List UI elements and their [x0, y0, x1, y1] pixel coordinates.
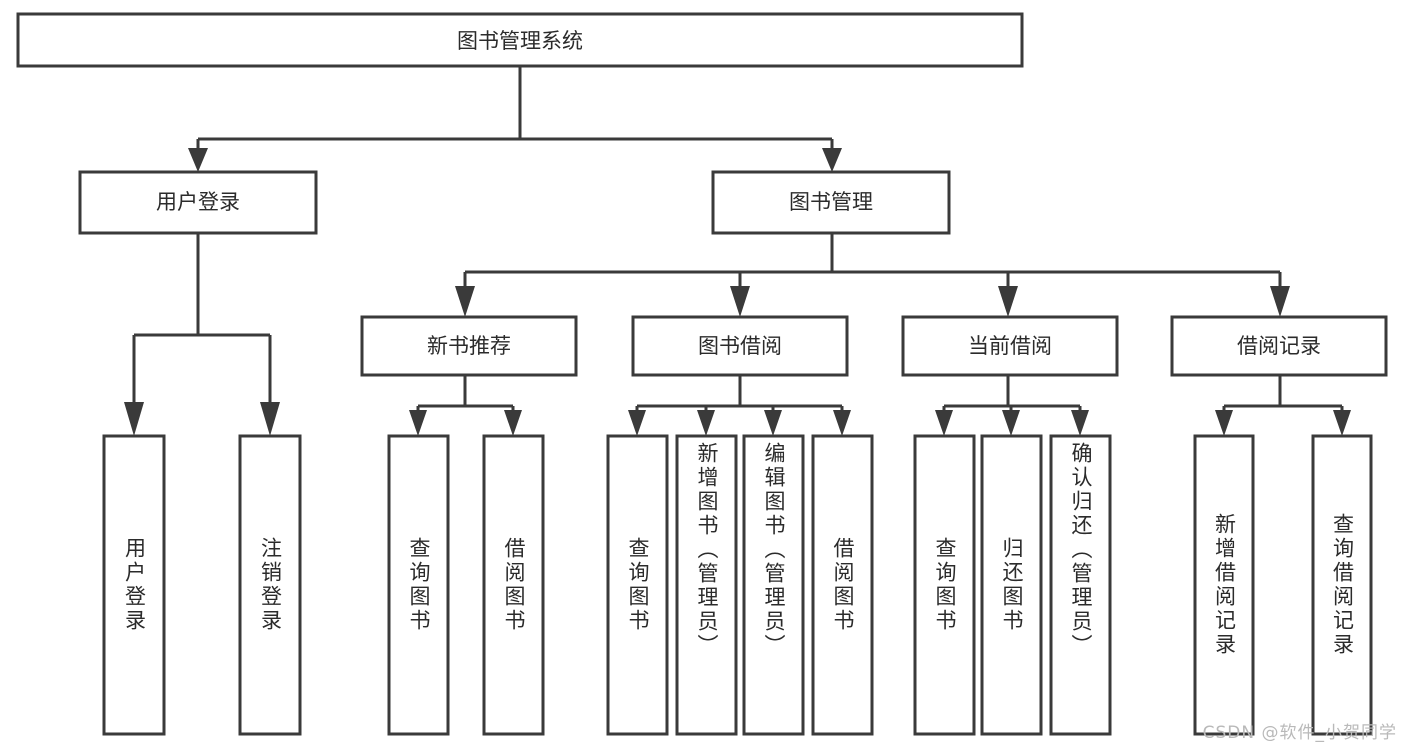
- node-box-new-book-rec[interactable]: [360, 315, 578, 377]
- arrow-leaf-logout: [260, 402, 280, 436]
- label-borrow-record: 借阅记录: [1237, 334, 1321, 358]
- arrow-leaf-return-book: [1002, 410, 1020, 436]
- arrow-leaf-add-record: [1215, 410, 1233, 436]
- node-box-leaf-user-login[interactable]: [102, 434, 166, 736]
- label-new-book-rec: 新书推荐: [427, 334, 511, 358]
- arrow-leaf-user-login: [124, 402, 144, 436]
- arrow-leaf-borrow-book-1: [504, 410, 522, 436]
- label-current-borrow: 当前借阅: [968, 334, 1052, 358]
- arrow-book-borrow: [730, 286, 750, 317]
- node-box-user-login[interactable]: [78, 170, 318, 235]
- arrow-borrow-record: [1270, 286, 1290, 317]
- arrow-new-book-rec: [455, 286, 475, 317]
- node-box-leaf-query-record[interactable]: [1311, 434, 1373, 736]
- node-box-root[interactable]: [16, 12, 1024, 68]
- label-layer: 图书管理系统 用户登录 图书管理 新书推荐 图书借阅 当前借阅 借阅记录: [156, 29, 1321, 358]
- arrow-leaf-add-book: [697, 410, 715, 436]
- node-box-leaf-edit-book[interactable]: [742, 434, 805, 736]
- arrow-book-mgmt: [822, 148, 842, 172]
- arrow-leaf-edit-book: [764, 410, 782, 436]
- arrow-leaf-query-book-1: [409, 410, 427, 436]
- node-layer: [16, 12, 1388, 736]
- arrow-leaf-confirm-return: [1071, 410, 1089, 436]
- label-root: 图书管理系统: [457, 29, 583, 53]
- node-box-leaf-query-book-3[interactable]: [913, 434, 976, 736]
- label-book-mgmt: 图书管理: [789, 190, 873, 214]
- node-box-leaf-confirm-return[interactable]: [1049, 434, 1112, 736]
- node-box-leaf-logout[interactable]: [238, 434, 302, 736]
- node-box-leaf-add-record[interactable]: [1193, 434, 1255, 736]
- label-user-login: 用户登录: [156, 190, 240, 214]
- node-box-leaf-return-book[interactable]: [980, 434, 1043, 736]
- arrow-current-borrow: [998, 286, 1018, 317]
- arrow-leaf-query-record: [1333, 410, 1351, 436]
- node-box-leaf-query-book-2[interactable]: [606, 434, 669, 736]
- arrow-leaf-query-book-2: [628, 410, 646, 436]
- label-book-borrow: 图书借阅: [698, 334, 782, 358]
- node-box-leaf-query-book-1[interactable]: [387, 434, 450, 736]
- node-box-book-mgmt[interactable]: [711, 170, 951, 235]
- watermark: CSDN @软件_小贺同学: [1202, 723, 1397, 743]
- node-box-leaf-borrow-book-2[interactable]: [811, 434, 874, 736]
- node-box-leaf-add-book[interactable]: [675, 434, 738, 736]
- node-box-book-borrow[interactable]: [631, 315, 849, 377]
- node-box-current-borrow[interactable]: [901, 315, 1119, 377]
- edge-layer: [124, 66, 1351, 436]
- node-box-borrow-record[interactable]: [1170, 315, 1388, 377]
- node-box-leaf-borrow-book-1[interactable]: [482, 434, 545, 736]
- arrow-user-login: [188, 148, 208, 172]
- arrow-leaf-borrow-book-2: [833, 410, 851, 436]
- arrow-leaf-query-book-3: [935, 410, 953, 436]
